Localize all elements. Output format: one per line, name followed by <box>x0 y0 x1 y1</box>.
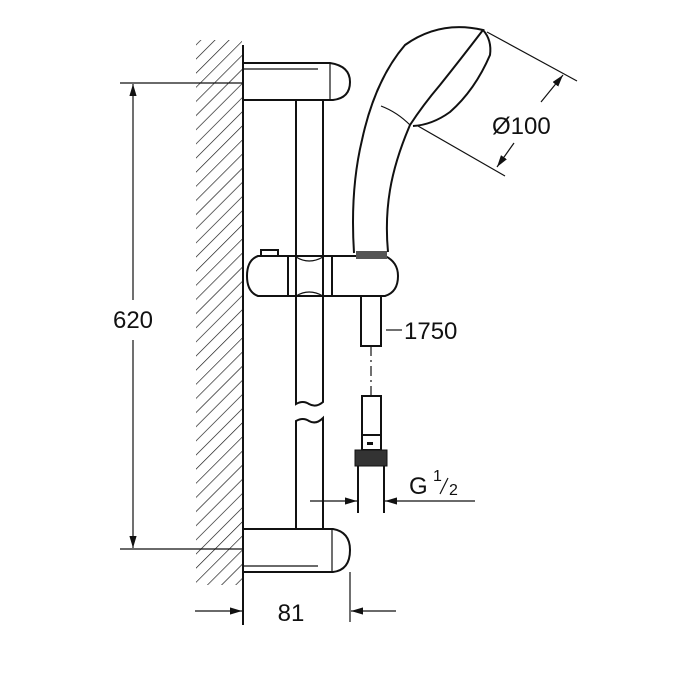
hose-length-label: 1750 <box>404 318 457 345</box>
slider-holder <box>245 249 400 297</box>
bottom-wall-bracket <box>243 528 352 573</box>
hand-shower-knurl <box>356 251 387 259</box>
thread-label-g: G <box>409 473 428 500</box>
hose-nut <box>354 449 388 467</box>
thread-dimension: G 1 2 <box>310 468 475 505</box>
projection-label: 81 <box>278 600 305 627</box>
height-label: 620 <box>113 307 153 334</box>
shower-rail <box>295 100 324 530</box>
wall <box>196 40 244 625</box>
hose-length-dimension: 1750 <box>386 318 457 345</box>
top-wall-bracket <box>243 62 352 101</box>
head-diameter-dimension: Ø100 <box>417 31 578 177</box>
height-dimension: 620 <box>113 82 243 550</box>
thread-denominator: 2 <box>449 482 458 499</box>
thread-numerator: 1 <box>433 468 442 485</box>
diameter-label: Ø100 <box>492 113 551 140</box>
projection-dimension: 81 <box>195 572 396 627</box>
hand-shower <box>352 26 492 259</box>
shower-hose <box>354 296 388 513</box>
